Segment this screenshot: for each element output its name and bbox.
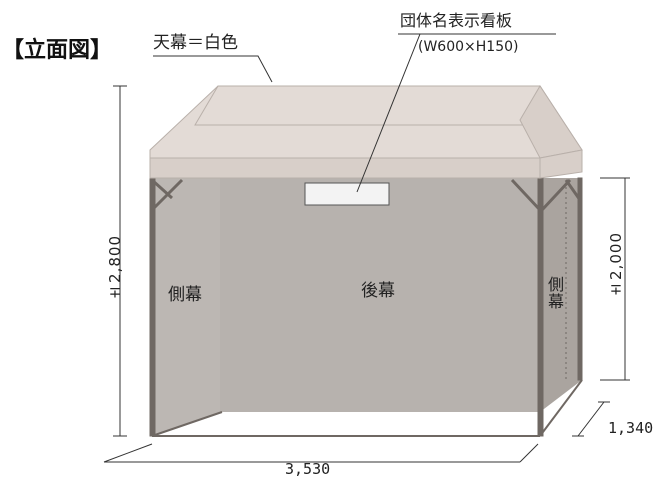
roof-label: 天幕＝白色 [153, 33, 238, 53]
width-dimension: 3,530 [285, 460, 331, 478]
side-curtain-right-label: 側幕 [545, 276, 564, 310]
width-dim-right [519, 443, 539, 463]
side-height-dimension: ±2,000 [607, 232, 625, 299]
back-curtain [220, 178, 540, 412]
side-curtain-right [540, 178, 582, 412]
side-curtain-left [152, 178, 220, 436]
back-curtain-label: 後幕 [361, 281, 395, 301]
tent-frame [149, 177, 583, 437]
front-right-pole [537, 177, 544, 437]
roof-valance [149, 157, 541, 179]
width-dim-left [103, 443, 153, 463]
roof-valance-side [539, 149, 583, 179]
sign-size-label: (W600×H150) [418, 39, 519, 55]
bottom-rail-left [151, 411, 223, 437]
depth-dimension: 1,340 [608, 419, 654, 437]
depth-dim-line [577, 401, 605, 437]
bottom-rail-right [539, 379, 583, 437]
rear-right-pole [577, 177, 583, 381]
left-brace-2 [150, 178, 184, 212]
roof-top-face [194, 85, 566, 126]
leader-lines [153, 33, 556, 193]
right-brace-1 [510, 178, 542, 212]
rear-brace [564, 179, 582, 201]
side-curtain-left-label: 側幕 [168, 285, 202, 305]
sign-label: 団体名表示看板 [400, 11, 513, 30]
diagram-title: 【立面図】 [2, 38, 113, 63]
height-dimension: ±2,800 [106, 235, 124, 302]
right-brace-2 [540, 178, 572, 212]
roof-leader-line [153, 55, 273, 83]
dimension-lines [103, 85, 630, 463]
sign-board [304, 182, 390, 206]
front-left-pole [149, 177, 156, 437]
